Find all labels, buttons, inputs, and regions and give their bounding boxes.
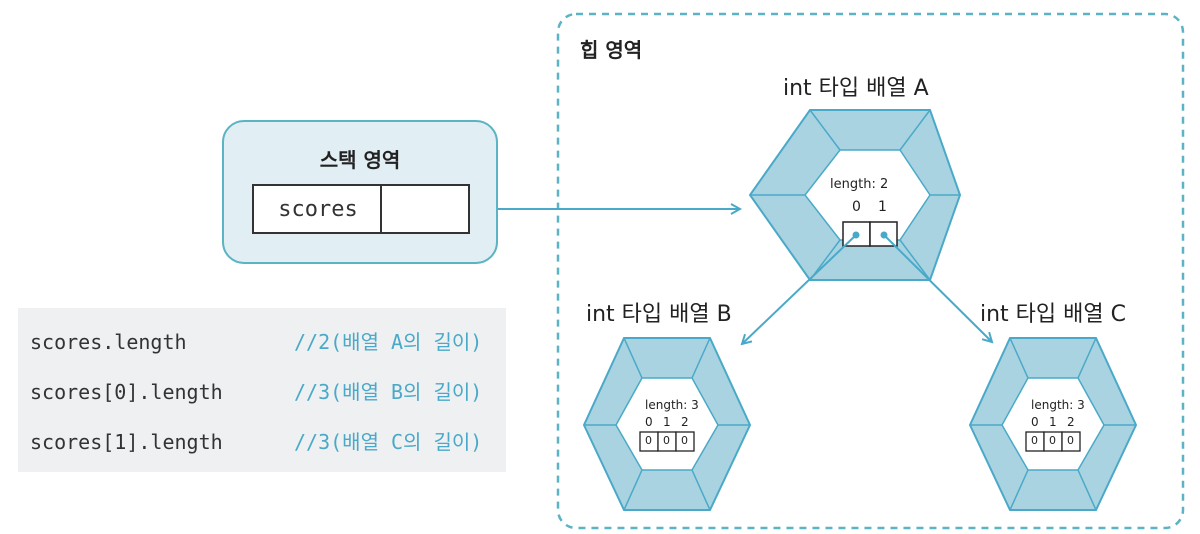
array-a-index0-to-b-arrow (742, 231, 860, 345)
heap-region-border (556, 12, 1185, 530)
code-comment: //3(배열 B의 길이) (294, 380, 483, 404)
array-c-value-1: 0 (1049, 434, 1056, 447)
stack-reference-cell (380, 184, 470, 234)
array-b-length-label: length: 3 (645, 398, 699, 412)
code-panel: scores.length //2(배열 A의 길이) scores[0].le… (18, 308, 506, 472)
stack-variable-name: scores (252, 184, 382, 234)
array-a-length-label: length: 2 (830, 177, 889, 192)
code-comment: //2(배열 A의 길이) (294, 330, 483, 354)
array-c-index-1: 1 (1049, 415, 1057, 429)
array-b-index-2: 2 (681, 415, 689, 429)
array-c-value-0: 0 (1031, 434, 1038, 447)
array-c-hexagon (968, 337, 1138, 511)
heap-title: 힙 영역 (580, 38, 643, 62)
array-a-index-0: 0 (852, 199, 861, 215)
array-b-value-2: 0 (681, 434, 688, 447)
array-a-label: int 타입 배열 A (783, 76, 929, 101)
code-expression: scores[1].length (30, 430, 223, 454)
array-a-hexagon (748, 109, 962, 281)
array-b-hexagon (582, 337, 752, 511)
array-a-index1-to-c-arrow (880, 231, 993, 343)
array-c-label: int 타입 배열 C (980, 302, 1126, 327)
code-comment: //3(배열 C의 길이) (294, 430, 483, 454)
stack-region: 스택 영역 scores (222, 120, 498, 264)
code-expression: scores[0].length (30, 380, 223, 404)
array-c-value-2: 0 (1067, 434, 1074, 447)
array-b-label: int 타입 배열 B (586, 302, 732, 327)
code-expression: scores.length (30, 330, 187, 354)
array-c-index-0: 0 (1031, 415, 1039, 429)
stack-title: 스택 영역 (319, 148, 401, 172)
array-a-index-1: 1 (878, 199, 887, 215)
array-b-value-1: 0 (663, 434, 670, 447)
array-b-index-1: 1 (663, 415, 671, 429)
array-c-length-label: length: 3 (1031, 398, 1085, 412)
array-c-index-2: 2 (1067, 415, 1075, 429)
array-b-value-0: 0 (645, 434, 652, 447)
array-b-index-0: 0 (645, 415, 653, 429)
